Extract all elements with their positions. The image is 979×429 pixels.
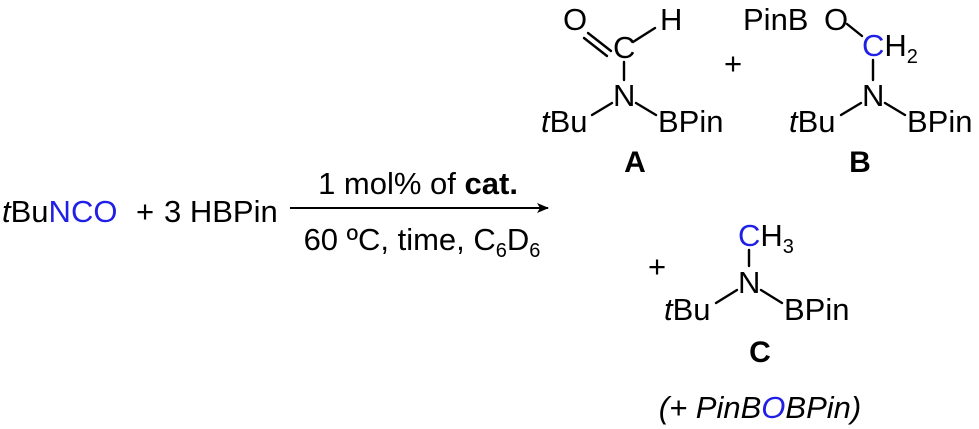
byproduct-text: (+ PinBOBPin)	[659, 390, 861, 425]
product-b-label: B	[849, 146, 871, 179]
product-a-carbon: C	[613, 30, 635, 65]
product-c: CH3 N tBu BPin C	[664, 218, 849, 369]
product-c-n-tbu-bond	[714, 288, 739, 305]
product-a-oxygen: O	[563, 2, 587, 37]
reactants: tBuNCO + 3 HBPin	[2, 194, 278, 229]
product-b-bpin: BPin	[907, 104, 972, 139]
product-b-nitrogen: N	[862, 78, 884, 113]
product-a: O C H N tBu BPin A	[541, 2, 723, 179]
product-a-tbu: tBu	[541, 104, 588, 139]
product-a-n-b-bond	[634, 101, 658, 117]
product-b-pinb: PinB	[743, 2, 808, 37]
product-b-oc-bond	[845, 22, 864, 38]
product-a-nitrogen: N	[613, 78, 635, 113]
borane-reagent: 3 HBPin	[164, 194, 278, 229]
product-b-n-tbu-bond	[839, 101, 863, 117]
product-b-oxygen: O	[824, 2, 848, 37]
isocyanate-formula: tBuNCO	[2, 194, 117, 229]
arrow-catalyst-text: 1 mol% of cat.	[318, 166, 518, 201]
product-a-bpin: BPin	[658, 104, 723, 139]
product-c-label: C	[749, 336, 771, 369]
product-c-tbu: tBu	[664, 292, 711, 327]
reaction-arrow: 1 mol% of cat. 60 ºC, time, C6D6	[290, 166, 549, 262]
product-a-ch-bond	[631, 26, 657, 44]
product-c-n-b-bond	[759, 288, 784, 305]
product-a-label: A	[624, 146, 646, 179]
product-b-ch2: CH2	[862, 28, 918, 68]
product-c-ch3: CH3	[738, 218, 794, 258]
plus-c: +	[648, 249, 666, 284]
reactant-plus: +	[136, 194, 154, 229]
product-a-n-tbu-bond	[590, 101, 614, 117]
product-b-n-b-bond	[883, 101, 907, 117]
product-b-tbu: tBu	[789, 104, 836, 139]
product-a-hydrogen: H	[660, 2, 682, 37]
product-a-co-double-bond	[582, 31, 613, 58]
plus-a-b: +	[724, 46, 742, 81]
product-c-bpin: BPin	[784, 292, 849, 327]
product-b: PinB O CH2 N tBu BPin B	[743, 2, 972, 179]
product-c-nitrogen: N	[738, 265, 760, 300]
arrow-conditions-text: 60 ºC, time, C6D6	[304, 222, 541, 262]
